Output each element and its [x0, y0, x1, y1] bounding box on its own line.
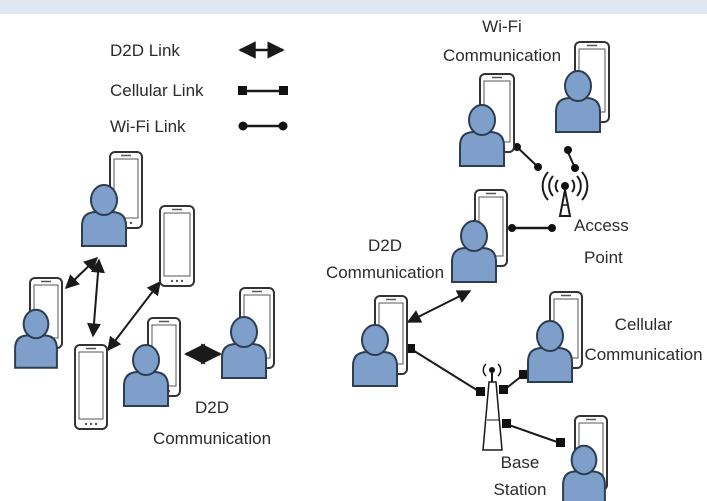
standalone-phone-left-icon: [159, 205, 195, 287]
cellular-link-2: [499, 370, 528, 394]
user-device-left-mid: [14, 277, 63, 369]
user-device-ap-person-icon: [451, 220, 497, 283]
legend-cellular-label: Cellular Link: [110, 81, 204, 100]
base-station-label-line1: Base: [500, 453, 540, 472]
d2d-communication-left-label-line1: D2D: [194, 398, 229, 417]
wifi-communication-label-line2: Communication: [442, 46, 562, 65]
cellular-communication-label-line2: Communication: [584, 345, 703, 364]
d2d-link-right: [406, 290, 472, 323]
user-device-bottom-person-icon: [562, 444, 606, 501]
d2d-communication-right-label-line2: Communication: [325, 263, 445, 282]
access-point-icon: [541, 171, 589, 217]
user-device-cellular-person-icon: [527, 320, 573, 383]
d2d-link-left-2: [87, 258, 105, 338]
base-station-icon: [482, 363, 503, 451]
user-device-left-center-person-icon: [123, 344, 169, 407]
user-device-left-center: [123, 317, 181, 407]
devices-layer: [14, 41, 610, 501]
wifi-link-3: [508, 224, 556, 232]
top-background-band: [0, 0, 707, 14]
d2d-communication-right-label-line1: D2D: [367, 236, 402, 255]
d2d-link-left-3: [107, 280, 161, 352]
user-device-center-person-icon: [352, 324, 398, 387]
user-device-left-right: [221, 287, 275, 379]
legend-wifi-label: Wi-Fi Link: [110, 117, 186, 136]
user-device-wifi-left-person-icon: [459, 104, 505, 167]
user-device-ap: [451, 189, 508, 283]
legend-d2d-label: D2D Link: [110, 41, 180, 60]
user-device-bottom: [562, 415, 608, 501]
user-device-wifi-right-person-icon: [555, 70, 601, 133]
legend-cellular-symbol: [238, 86, 288, 95]
user-device-left-mid-person-icon: [14, 308, 58, 369]
wifi-link-2: [564, 146, 579, 172]
user-device-left-top: [81, 151, 143, 247]
legend-wifi-symbol: [238, 121, 288, 131]
access-point-label-line2: Point: [584, 248, 623, 267]
wifi-link-1: [513, 143, 542, 171]
user-device-wifi-right: [555, 41, 610, 133]
user-device-left-right-person-icon: [221, 316, 267, 379]
cellular-link-3: [502, 419, 565, 447]
d2d-communication-left-label-line2: Communication: [152, 429, 272, 448]
user-device-wifi-left: [459, 73, 515, 167]
cellular-communication-label-line1: Cellular: [614, 315, 673, 334]
cellular-link-1: [406, 344, 485, 396]
access-point-label-line1: Access: [574, 216, 629, 235]
d2d-link-left-1: [64, 257, 99, 289]
user-device-left-top-person-icon: [81, 184, 127, 247]
user-device-cellular: [527, 291, 583, 383]
base-station-label-line2: Station: [493, 480, 547, 499]
standalone-phone-bottom-icon: [74, 344, 108, 430]
user-device-left-top-phone-icon: [109, 151, 143, 229]
user-device-center: [352, 295, 408, 387]
wifi-communication-label-line1: Wi-Fi: [482, 17, 522, 36]
